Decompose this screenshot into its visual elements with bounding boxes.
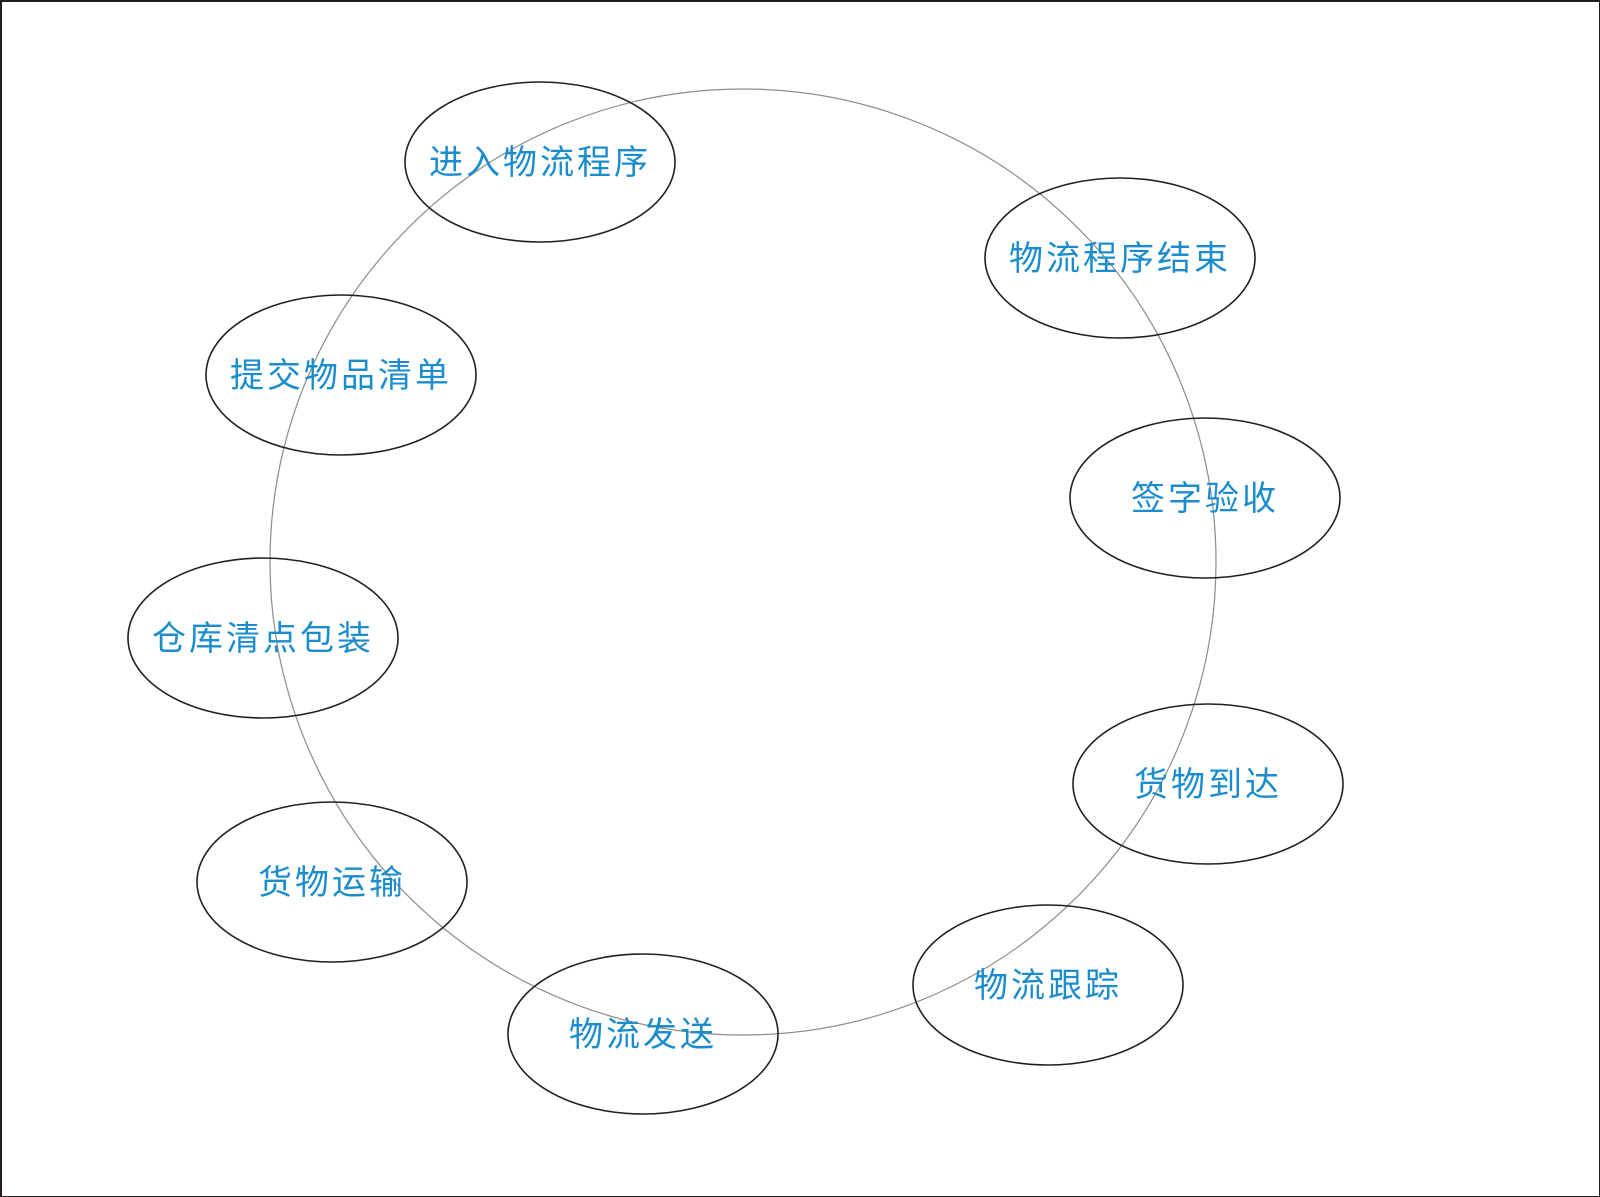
node-cargo-arrival: 货物到达: [1072, 703, 1344, 865]
node-ellipse: [1069, 417, 1341, 579]
node-cargo-transport: 货物运输: [196, 801, 468, 963]
node-ellipse: [1072, 703, 1344, 865]
node-ellipse: [127, 557, 399, 719]
node-label: 物流跟踪: [974, 966, 1122, 1006]
node-submit-list: 提交物品清单: [205, 294, 477, 456]
cycle-ring: [269, 88, 1217, 1036]
node-warehouse-packing: 仓库清点包装: [127, 557, 399, 719]
node-ellipse: [205, 294, 477, 456]
node-label: 签字验收: [1131, 479, 1279, 519]
node-ellipse: [507, 953, 779, 1115]
node-ellipse: [984, 177, 1256, 339]
node-label: 提交物品清单: [230, 356, 452, 396]
node-enter-process: 进入物流程序: [404, 81, 676, 243]
node-logistics-dispatch: 物流发送: [507, 953, 779, 1115]
node-label: 仓库清点包装: [152, 619, 374, 659]
node-label: 物流发送: [569, 1015, 717, 1055]
node-ellipse: [404, 81, 676, 243]
node-label: 货物到达: [1134, 765, 1282, 805]
node-label: 物流程序结束: [1009, 239, 1231, 279]
node-label: 进入物流程序: [429, 143, 651, 183]
node-ellipse: [912, 904, 1184, 1066]
node-process-end: 物流程序结束: [984, 177, 1256, 339]
node-sign-acceptance: 签字验收: [1069, 417, 1341, 579]
node-ellipse: [196, 801, 468, 963]
node-logistics-tracking: 物流跟踪: [912, 904, 1184, 1066]
node-label: 货物运输: [258, 863, 406, 903]
